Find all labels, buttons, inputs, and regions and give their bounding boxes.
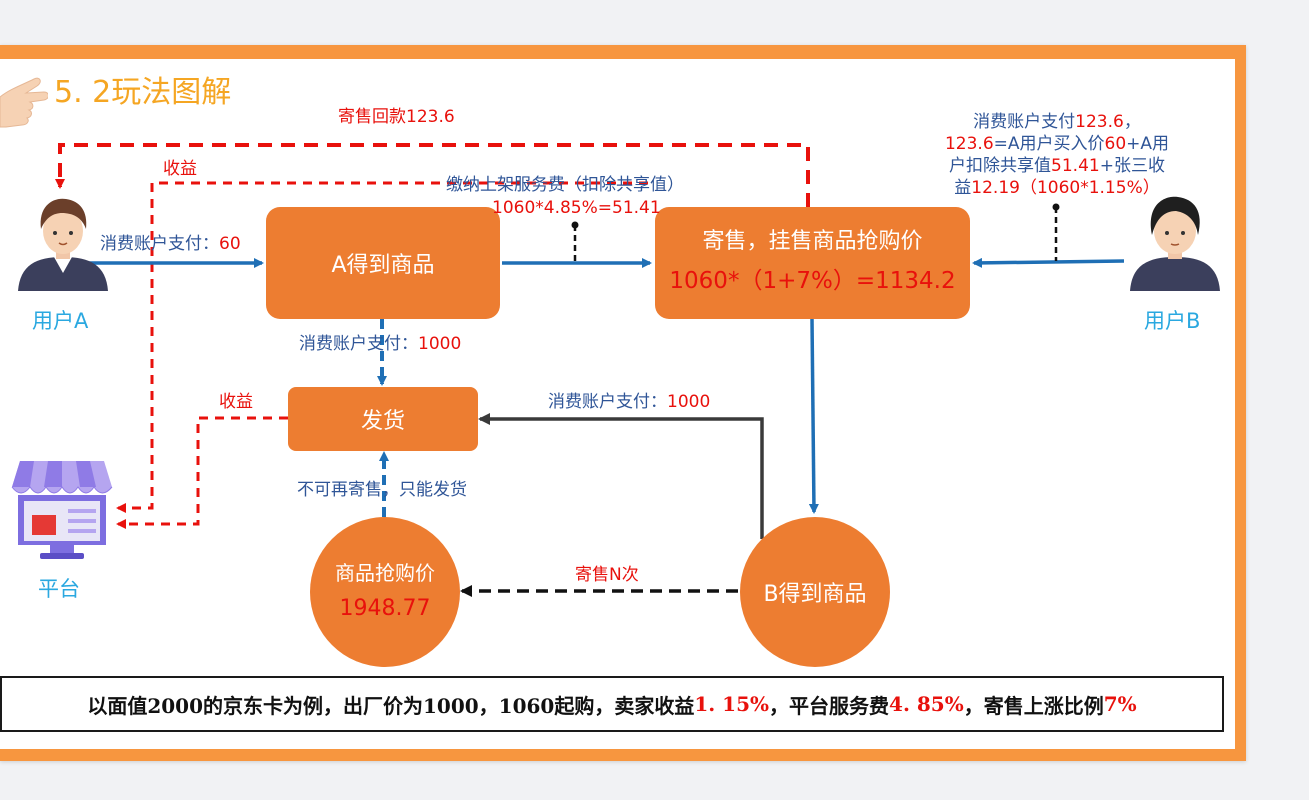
refund-arrow xyxy=(55,143,810,207)
store-icon xyxy=(11,461,113,559)
income-arrow-top xyxy=(116,181,648,513)
slide-canvas: 5. 2玩法图解 xyxy=(0,59,1235,749)
b-gets-to-ship-arrow xyxy=(478,413,764,539)
service-fee-label: 缴纳上架服务费（扣除共享值） xyxy=(446,175,684,195)
user-a-avatar xyxy=(18,198,108,291)
service-fee-formula: 1060*4.85%=51.41 xyxy=(492,198,661,218)
consign-box: 寄售，挂售商品抢购价 1060*（1+7%）=1134.2 xyxy=(655,207,970,319)
user-b-label: 用户B xyxy=(1144,309,1201,333)
consign-title: 寄售，挂售商品抢购价 xyxy=(702,229,923,254)
pointing-hand-icon xyxy=(0,77,48,128)
income-label-mid: 收益 xyxy=(219,392,253,412)
b-gets-circle: B得到商品 xyxy=(740,517,890,667)
user-b-pay-note: 消费账户支付123.6， 123.6=A用户买入价60+A用 户扣除共享值51.… xyxy=(944,112,1170,198)
a-gets-box: A得到商品 xyxy=(266,207,500,319)
flow-arrows xyxy=(55,143,1125,597)
pay-b-1000-label: 消费账户支付：1000 xyxy=(548,392,711,412)
income-arrow-mid xyxy=(116,416,288,529)
slide-frame: 5. 2玩法图解 xyxy=(0,45,1246,761)
user-b-avatar xyxy=(1130,196,1220,291)
ship-text: 发货 xyxy=(360,409,405,434)
a-gets-text: A得到商品 xyxy=(331,253,435,278)
b-gets-text: B得到商品 xyxy=(763,582,867,607)
no-resell-label: 不可再寄售，只能发货 xyxy=(297,480,467,500)
panic-price-title: 商品抢购价 xyxy=(335,561,435,585)
refund-label: 寄售回款123.6 xyxy=(338,107,455,127)
user-b-to-consign-arrow xyxy=(972,257,1125,268)
consign-n-label: 寄售N次 xyxy=(575,565,639,585)
user-a-label: 用户A xyxy=(32,309,89,333)
platform-label: 平台 xyxy=(38,577,80,601)
pay-1000-label: 消费账户支付：1000 xyxy=(299,334,462,354)
section-title: 5. 2玩法图解 xyxy=(54,75,232,110)
consign-to-b-gets-arrow xyxy=(808,318,819,514)
income-label-top: 收益 xyxy=(163,159,197,179)
panic-price-circle: 商品抢购价 1948.77 xyxy=(310,517,460,667)
pay-a-label: 消费账户支付：60 xyxy=(100,234,241,254)
consign-formula: 1060*（1+7%）=1134.2 xyxy=(669,268,956,294)
panic-price-value: 1948.77 xyxy=(339,596,431,621)
ship-box: 发货 xyxy=(288,387,478,451)
